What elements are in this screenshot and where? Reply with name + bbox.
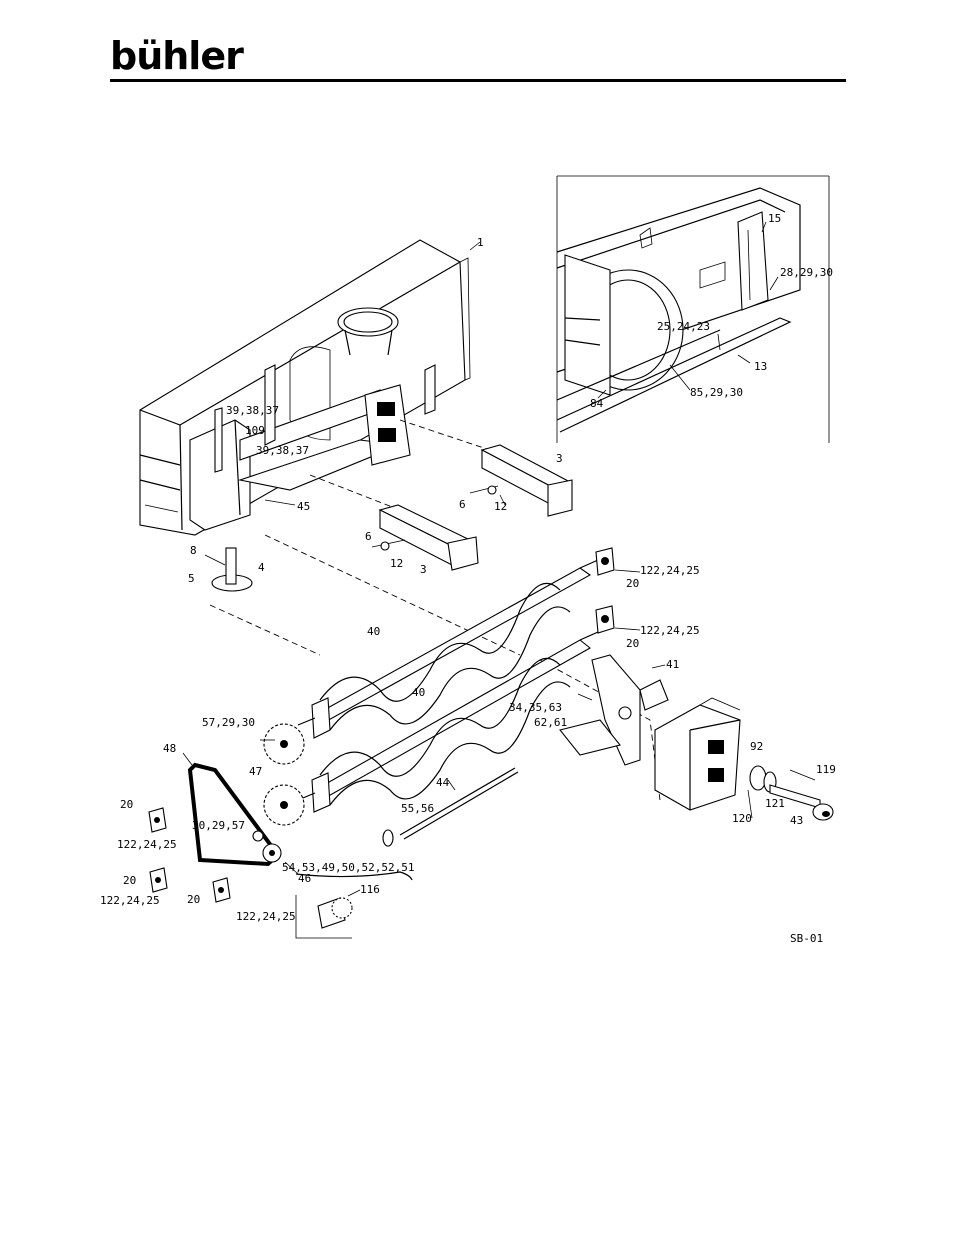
callout-62: 62,61 <box>534 716 567 729</box>
callout-122b: 122,24,25 <box>640 624 700 637</box>
callout-122a: 122,24,25 <box>640 564 700 577</box>
callout-20a: 20 <box>626 577 639 590</box>
callout-15: 15 <box>768 212 781 225</box>
bearing-left-2 <box>150 868 167 892</box>
skid-shoe <box>205 548 252 591</box>
callout-1: 1 <box>477 236 484 249</box>
callout-3b: 3 <box>420 563 427 576</box>
callout-40b: 40 <box>412 686 425 699</box>
bearing-left-1 <box>149 808 166 832</box>
callout-48: 48 <box>163 742 176 755</box>
sprockets <box>260 724 304 825</box>
callout-6b: 6 <box>365 530 372 543</box>
callout-47: 47 <box>249 765 262 778</box>
gearbox <box>655 698 740 810</box>
callout-4: 4 <box>258 561 265 574</box>
callout-92: 92 <box>750 740 763 753</box>
callout-34: 34,35,63 <box>509 701 562 714</box>
drawing-id: SB-01 <box>790 932 823 945</box>
callout-6a: 6 <box>459 498 466 511</box>
callout-85: 85,29,30 <box>690 386 743 399</box>
callout-28: 28,29,30 <box>780 266 833 279</box>
callout-120: 120 <box>732 812 752 825</box>
callout-40a: 40 <box>367 625 380 638</box>
callout-20e: 20 <box>187 893 200 906</box>
callout-41: 41 <box>666 658 679 671</box>
callout-122e: 122,24,25 <box>236 910 296 923</box>
callout-20b: 20 <box>626 637 639 650</box>
callout-45: 45 <box>297 500 310 513</box>
callout-43: 43 <box>790 814 803 827</box>
callout-122c: 122,24,25 <box>117 838 177 851</box>
detail-116 <box>296 890 360 938</box>
callout-12a: 12 <box>494 500 507 513</box>
callout-25: 25,24,23 <box>657 320 710 333</box>
callout-55: 55,56 <box>401 802 434 815</box>
callout-13: 13 <box>754 360 767 373</box>
callout-39a: 39,38,37 <box>226 404 279 417</box>
augers <box>298 560 598 812</box>
callout-8: 8 <box>190 544 197 557</box>
arm-lower <box>372 505 478 570</box>
callout-12b: 12 <box>390 557 403 570</box>
fan-impeller <box>560 655 668 765</box>
blower-housing <box>140 240 480 535</box>
callout-119: 119 <box>816 763 836 776</box>
callout-39b: 39,38,37 <box>256 444 309 457</box>
callout-84: 84 <box>590 397 604 410</box>
callout-20c: 20 <box>120 798 133 811</box>
callout-57: 57,29,30 <box>202 716 255 729</box>
bearing-lower <box>596 606 640 633</box>
callout-3a: 3 <box>556 452 563 465</box>
callout-122d: 122,24,25 <box>100 894 160 907</box>
callout-116: 116 <box>360 883 380 896</box>
callout-5: 5 <box>188 572 195 585</box>
callout-20d: 20 <box>123 874 136 887</box>
bearing-upper <box>596 548 640 575</box>
callout-30: 30,29,57 <box>192 819 245 832</box>
callout-44: 44 <box>436 776 450 789</box>
callout-121: 121 <box>765 797 785 810</box>
bearing-left-3 <box>213 878 230 902</box>
callout-109: 109 <box>245 424 265 437</box>
